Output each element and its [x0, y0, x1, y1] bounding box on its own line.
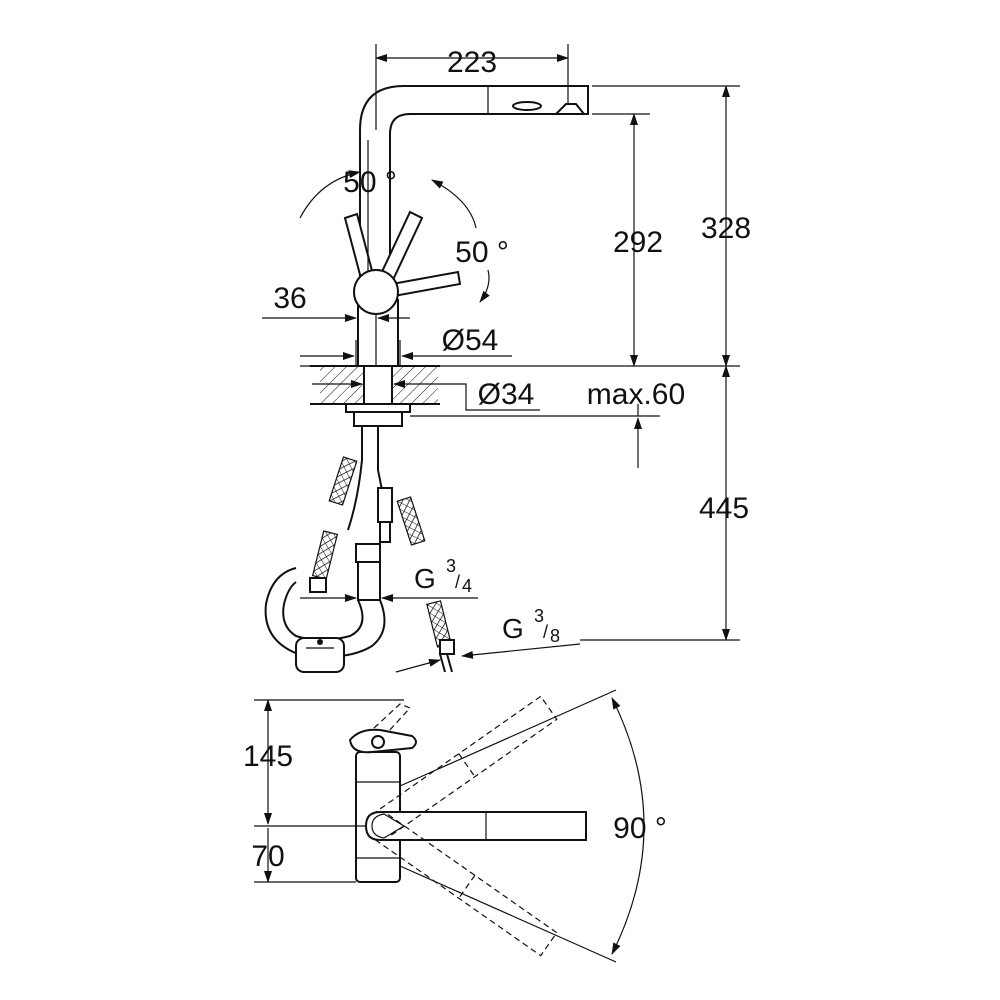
dim-328: 328 [701, 212, 751, 245]
dim-70: 70 [251, 840, 284, 873]
dim-445: 445 [699, 492, 749, 525]
dim-counter-thickness: max.60 [410, 378, 685, 468]
dim-body-diameter: Ø54 [300, 324, 512, 366]
dim-o34: Ø34 [478, 378, 535, 411]
dim-hole-diameter: Ø34 [312, 378, 540, 411]
dim-side-heights: 145 70 [243, 699, 404, 883]
supply-hoses [309, 426, 455, 673]
dim-spout-reach: 223 [375, 44, 569, 130]
dim-lever-offset: 36 [262, 282, 410, 322]
dim-heights: 292 328 [592, 85, 751, 367]
svg-text:/: / [455, 572, 460, 592]
lever-hub [353, 269, 399, 315]
angle-arc-right [431, 179, 477, 229]
angle-arc-left [299, 170, 361, 219]
dim-145: 145 [243, 740, 293, 773]
dim-o54: Ø54 [442, 324, 499, 357]
counter-top [310, 365, 440, 427]
hose-weight [295, 637, 345, 673]
dim-hose-length: 445 [580, 365, 749, 641]
svg-text:/: / [543, 622, 548, 642]
conn-g-large: G [414, 563, 436, 594]
dim-connection-small: G 3 / 8 [395, 606, 581, 673]
dim-223: 223 [447, 46, 497, 79]
conn-g-small-den: 8 [550, 626, 560, 646]
conn-g-small: G [502, 613, 524, 644]
angle-arc-lower [479, 269, 490, 303]
angle-label-swivel: 90 ° [613, 812, 667, 845]
swivel-arc [611, 697, 645, 955]
conn-g-small-num: 3 [534, 606, 544, 626]
front-view: 223 292 328 36 Ø54 [262, 44, 751, 673]
conn-g-large-den: 4 [462, 576, 472, 596]
dim-292: 292 [613, 226, 663, 259]
side-spout [364, 811, 587, 841]
spray-head-nozzle [553, 103, 587, 115]
conn-g-large-num: 3 [446, 556, 456, 576]
dim-36: 36 [273, 282, 306, 315]
side-view: 90 ° 145 70 [243, 689, 667, 963]
dim-connection-large: G 3 / 4 [300, 556, 478, 602]
hose-loop [264, 543, 386, 673]
angle-label-front: 50 ° [343, 166, 397, 199]
angle-label-side: 50 ° [455, 236, 509, 269]
dim-max60: max.60 [587, 378, 685, 411]
